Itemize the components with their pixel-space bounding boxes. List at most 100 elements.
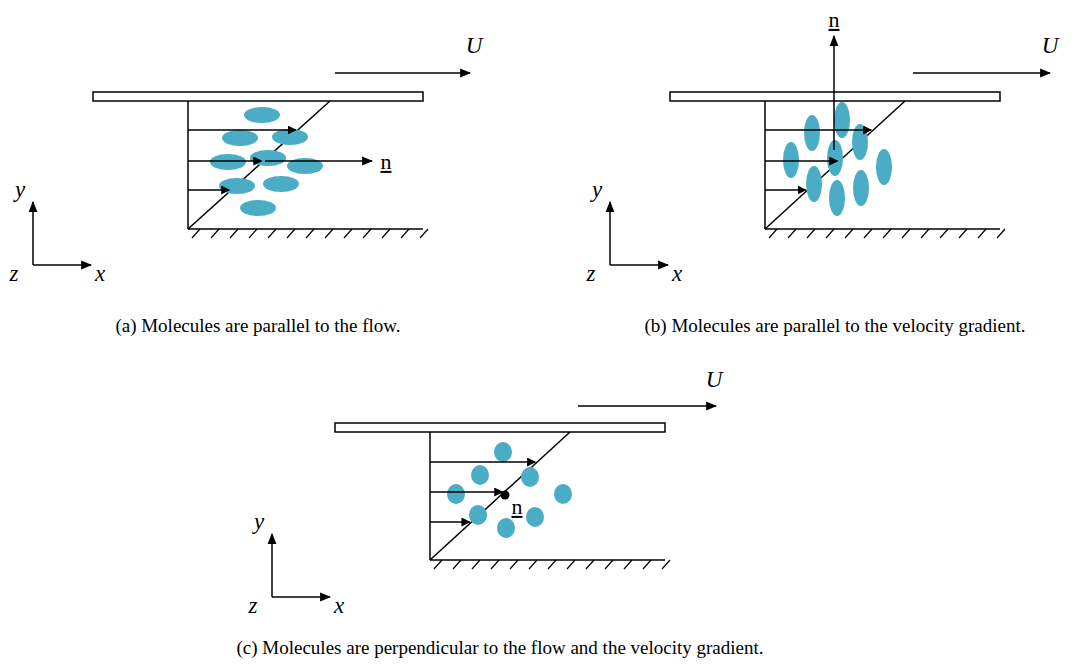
panel-caption: (c) Molecules are perpendicular to the f… bbox=[236, 638, 763, 659]
axis-label: y bbox=[15, 177, 25, 202]
molecule bbox=[804, 115, 820, 151]
molecule bbox=[469, 505, 487, 525]
wall-hatch bbox=[662, 560, 670, 569]
plate-velocity-arrow bbox=[335, 72, 470, 74]
axis-label: x bbox=[672, 261, 682, 286]
molecule bbox=[853, 170, 869, 206]
wall-hatch bbox=[997, 229, 1005, 238]
velocity-arrow bbox=[188, 129, 296, 131]
wall-hatch bbox=[605, 560, 613, 569]
profile-axis bbox=[187, 101, 189, 229]
wall-hatch bbox=[249, 229, 257, 238]
wall-hatch bbox=[211, 229, 219, 238]
x-axis bbox=[33, 264, 91, 266]
axis-label: z bbox=[10, 261, 19, 286]
molecule bbox=[783, 142, 799, 178]
velocity-arrow bbox=[765, 160, 837, 162]
velocity-profile bbox=[430, 432, 570, 560]
molecule bbox=[554, 484, 572, 504]
y-axis bbox=[32, 202, 34, 265]
wall-hatch bbox=[382, 229, 390, 238]
x-axis bbox=[610, 264, 668, 266]
plate-velocity-arrow bbox=[578, 405, 716, 407]
wall-hatch bbox=[230, 229, 238, 238]
wall-hatch bbox=[510, 560, 518, 569]
wall-hatch bbox=[453, 560, 461, 569]
fixed-wall bbox=[765, 228, 1000, 230]
molecule bbox=[244, 107, 280, 123]
wall-hatch bbox=[902, 229, 910, 238]
director-dot bbox=[501, 491, 510, 500]
velocity-profile bbox=[765, 101, 905, 229]
wall-hatch bbox=[883, 229, 891, 238]
wall-hatch bbox=[548, 560, 556, 569]
wall-hatch bbox=[529, 560, 537, 569]
wall-hatch bbox=[959, 229, 967, 238]
velocity-arrow bbox=[188, 160, 261, 162]
molecule bbox=[250, 150, 286, 166]
wall-hatch bbox=[401, 229, 409, 238]
wall-hatch bbox=[306, 229, 314, 238]
molecule bbox=[240, 200, 276, 216]
wall-hatch bbox=[826, 229, 834, 238]
wall-hatch bbox=[788, 229, 796, 238]
molecule bbox=[521, 467, 539, 487]
molecule bbox=[526, 507, 544, 527]
wall-hatch bbox=[472, 560, 480, 569]
velocity-label: U bbox=[466, 33, 483, 58]
shear-flow-panel bbox=[610, 36, 1050, 265]
molecule bbox=[263, 176, 299, 192]
wall-hatch bbox=[921, 229, 929, 238]
axis-label: x bbox=[334, 593, 344, 618]
molecule bbox=[829, 180, 845, 216]
axis-label: y bbox=[254, 509, 264, 534]
velocity-profile bbox=[188, 101, 330, 229]
wall-hatch bbox=[624, 560, 632, 569]
wall-hatch bbox=[344, 229, 352, 238]
velocity-arrow bbox=[430, 461, 535, 463]
molecule bbox=[827, 140, 843, 176]
panel-caption: (a) Molecules are parallel to the flow. bbox=[115, 316, 400, 337]
velocity-arrow bbox=[188, 189, 229, 191]
wall-hatch bbox=[643, 560, 651, 569]
velocity-label: U bbox=[1042, 33, 1059, 58]
moving-plate bbox=[93, 92, 423, 101]
profile-axis bbox=[764, 101, 766, 229]
wall-hatch bbox=[192, 229, 200, 238]
panel-caption: (b) Molecules are parallel to the veloci… bbox=[645, 316, 1026, 337]
velocity-arrow bbox=[765, 129, 871, 131]
shear-flow-panel bbox=[33, 73, 470, 265]
plate-velocity-arrow bbox=[913, 72, 1050, 74]
moving-plate bbox=[670, 92, 1000, 101]
velocity-arrow bbox=[430, 491, 502, 493]
wall-hatch bbox=[491, 560, 499, 569]
wall-hatch bbox=[940, 229, 948, 238]
wall-hatch bbox=[807, 229, 815, 238]
director-arrow bbox=[265, 160, 372, 162]
wall-hatch bbox=[864, 229, 872, 238]
velocity-arrow bbox=[430, 521, 470, 523]
wall-hatch bbox=[586, 560, 594, 569]
axis-label: z bbox=[587, 261, 596, 286]
moving-plate bbox=[335, 423, 665, 432]
molecule bbox=[494, 442, 512, 462]
y-axis bbox=[609, 202, 611, 265]
molecule bbox=[806, 166, 822, 202]
molecule bbox=[219, 178, 255, 194]
molecule bbox=[447, 484, 465, 504]
profile-axis bbox=[429, 432, 431, 560]
x-axis bbox=[272, 596, 330, 598]
axis-label: y bbox=[592, 177, 602, 202]
molecules bbox=[447, 442, 572, 538]
wall-hatch bbox=[434, 560, 442, 569]
wall-hatch bbox=[287, 229, 295, 238]
shear-flow-panel bbox=[272, 406, 716, 597]
molecule bbox=[834, 102, 850, 138]
molecule bbox=[210, 154, 246, 170]
director-label: n bbox=[381, 150, 392, 174]
wall-hatch bbox=[845, 229, 853, 238]
molecule bbox=[471, 465, 489, 485]
velocity-label: U bbox=[706, 367, 723, 392]
molecule bbox=[876, 149, 892, 185]
